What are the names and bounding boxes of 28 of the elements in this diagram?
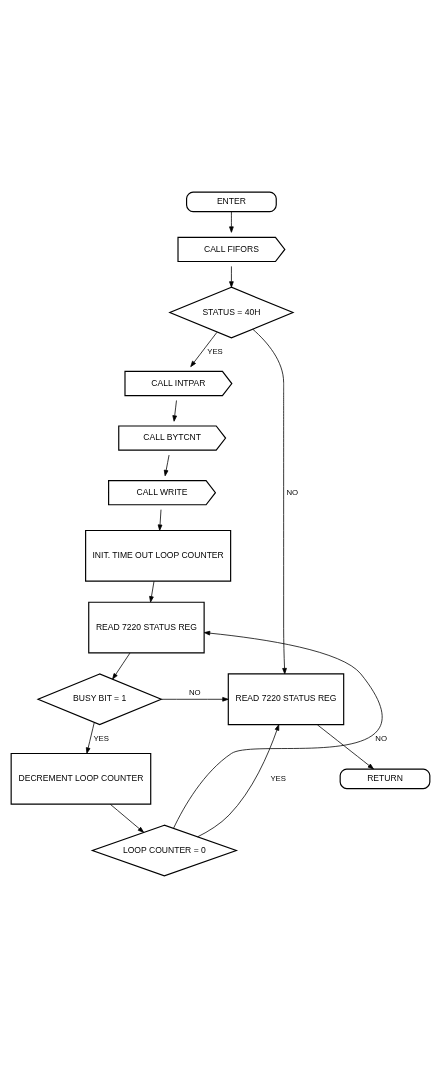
arrow [109, 803, 144, 833]
arrow [149, 580, 155, 603]
arrow [229, 266, 234, 288]
edge-label: YES [270, 773, 286, 783]
node-diamond: STATUS = 40H [168, 286, 295, 339]
arrow [157, 509, 163, 531]
node-box: READ 7220 STATUS REG [227, 673, 345, 726]
edge-label: NO [286, 487, 299, 497]
node-box: ENTER [186, 191, 277, 213]
edge-label: NO [188, 687, 201, 697]
arrow [163, 454, 170, 477]
edge-label: YES [207, 347, 223, 357]
edge-label: YES [93, 734, 109, 743]
arrow [316, 724, 374, 770]
arrow [161, 697, 229, 702]
arrow [252, 329, 287, 675]
node-box: INIT. TIME OUT LOOP COUNTER [85, 529, 232, 582]
edge-label: NO [375, 734, 387, 743]
arrow [197, 724, 280, 838]
node-box: DECREMENT LOOP COUNTER [10, 752, 152, 805]
arrow [172, 400, 177, 422]
arrow [85, 722, 95, 754]
arrow [173, 630, 383, 829]
arrow [112, 652, 131, 680]
node-box: RETURN [339, 768, 431, 790]
arrow [190, 331, 218, 367]
node-box: READ 7220 STATUS REG [88, 601, 205, 654]
arrow [229, 211, 234, 233]
